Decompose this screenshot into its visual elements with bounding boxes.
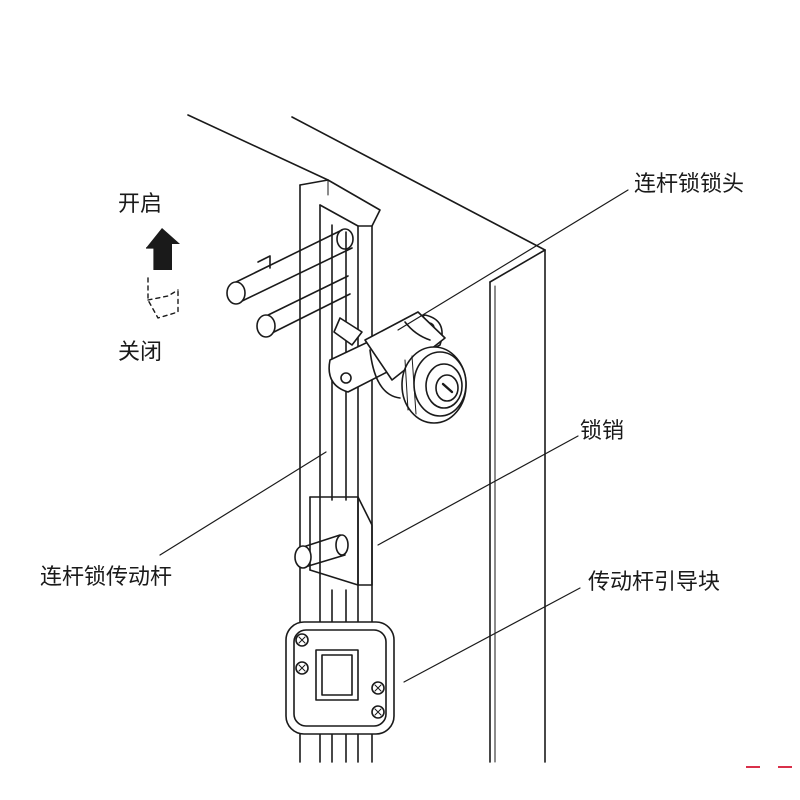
label-open: 开启: [118, 192, 163, 217]
leader-line-lock-pin: [377, 435, 579, 546]
close-arrow: [147, 277, 179, 319]
cabinet-side-top: [489, 249, 546, 283]
leader-line-lock-head: [397, 189, 629, 331]
label-lock-pin: 锁销: [580, 419, 625, 444]
cabinet-top-edge-front: [291, 116, 546, 251]
upper-rods: [226, 228, 354, 338]
label-drive-rod: 连杆锁传动杆: [40, 565, 173, 590]
guide-block: [285, 621, 395, 735]
leader-line-drive-rod: [159, 451, 327, 556]
open-arrow: [146, 228, 180, 270]
lock-pin-block: [294, 496, 373, 586]
door-panel: [489, 249, 546, 763]
lock-head: [328, 311, 467, 424]
cabinet-top-edge-back: [187, 114, 329, 181]
label-lock-head: 连杆锁锁头: [634, 172, 745, 197]
label-close: 关闭: [118, 340, 163, 365]
leader-line-guide-block: [403, 587, 581, 683]
label-guide-block: 传动杆引导块: [588, 570, 721, 595]
